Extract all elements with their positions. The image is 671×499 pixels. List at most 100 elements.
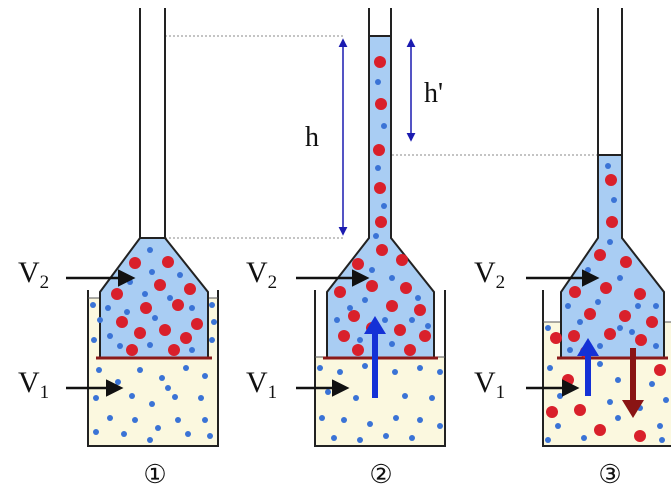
solute-particle: [574, 404, 586, 416]
solute-particle: [352, 258, 364, 270]
solute-particle: [646, 316, 658, 328]
water-particle: [409, 435, 415, 441]
particles-3-outside: [545, 325, 669, 443]
solute-out-arrowhead-3: [622, 400, 644, 418]
solute-particle: [111, 288, 123, 300]
water-particle: [202, 417, 208, 423]
water-particle: [369, 267, 375, 273]
beaker-2-liquid: [315, 357, 445, 446]
solute-particle: [374, 56, 386, 68]
solute-particle: [129, 257, 141, 269]
water-particle: [617, 325, 623, 331]
solute-particle: [606, 216, 618, 228]
volume-labels: V2 V1 V2 V1 V2 V1: [18, 256, 600, 403]
solute-particle: [191, 318, 203, 330]
water-particle: [653, 343, 659, 349]
solute-particle: [634, 288, 646, 300]
solute-particle: [594, 249, 606, 261]
solute-particle: [419, 330, 431, 342]
water-particle: [615, 415, 621, 421]
solute-particle: [550, 332, 562, 344]
beaker-2-wall: [314, 290, 446, 447]
solute-particle: [184, 283, 196, 295]
water-particle: [547, 365, 553, 371]
solute-particle: [414, 304, 426, 316]
water-particle: [375, 79, 381, 85]
solute-particle: [396, 254, 408, 266]
water-particle: [373, 233, 379, 239]
water-particle: [198, 395, 204, 401]
panel-3: [542, 8, 671, 447]
water-particle: [149, 269, 155, 275]
water-particle: [132, 417, 138, 423]
water-particle: [357, 437, 363, 443]
water-particle: [185, 431, 191, 437]
water-particle: [90, 302, 96, 308]
water-particle: [142, 291, 148, 297]
h-label: h: [305, 122, 319, 153]
panel-1: [87, 8, 219, 447]
water-particle: [367, 421, 373, 427]
water-particle: [319, 415, 325, 421]
v1-label-1: V1: [18, 366, 49, 403]
water-particle: [417, 417, 423, 423]
water-particle: [581, 435, 587, 441]
water-particle: [331, 435, 337, 441]
solute-particle: [635, 334, 647, 346]
solute-particle: [619, 310, 631, 322]
solute-particle: [386, 300, 398, 312]
water-particle: [389, 341, 395, 347]
water-particle: [653, 303, 659, 309]
panel-numbers: ① ② ③: [143, 460, 621, 489]
water-particle: [96, 367, 102, 373]
solute-particle: [604, 328, 616, 340]
water-particle: [207, 433, 213, 439]
v2-label-2: V2: [246, 256, 277, 293]
water-particle: [611, 197, 617, 203]
water-particle: [555, 423, 561, 429]
particles-2-outside: [317, 363, 443, 443]
water-particle: [629, 329, 635, 335]
water-particle: [657, 423, 663, 429]
beaker-1-wall: [87, 290, 219, 447]
water-particle: [175, 417, 181, 423]
water-particle: [159, 375, 165, 381]
water-particle: [152, 315, 158, 321]
water-particle: [189, 305, 195, 311]
water-particle: [663, 397, 669, 403]
water-particle: [375, 165, 381, 171]
solute-particle: [594, 424, 606, 436]
solute-particle: [180, 332, 192, 344]
solute-particle: [154, 279, 166, 291]
water-particle: [97, 317, 103, 323]
water-particle: [189, 347, 195, 353]
water-particle: [211, 319, 217, 325]
solute-particle: [546, 406, 558, 418]
water-particle: [415, 295, 421, 301]
water-particle: [409, 317, 415, 323]
water-particle: [567, 347, 573, 353]
water-particle: [383, 433, 389, 439]
solute-particle: [162, 256, 174, 268]
solute-particle: [352, 344, 364, 356]
solute-particle: [168, 344, 180, 356]
solute-particle: [140, 302, 152, 314]
solute-particle: [348, 310, 360, 322]
water-particle: [202, 373, 208, 379]
water-particle: [129, 393, 135, 399]
particles-1-inside: [105, 247, 203, 356]
solute-particle: [116, 316, 128, 328]
water-particle: [389, 275, 395, 281]
particles-3-inside: [565, 163, 659, 358]
water-particle: [115, 379, 121, 385]
water-particle: [597, 343, 603, 349]
solute-particle: [338, 330, 350, 342]
water-particle: [105, 305, 111, 311]
v1-label-3: V1: [474, 366, 505, 403]
water-particle: [545, 437, 551, 443]
water-particle: [127, 279, 133, 285]
water-particle: [381, 203, 387, 209]
water-particle: [585, 267, 591, 273]
